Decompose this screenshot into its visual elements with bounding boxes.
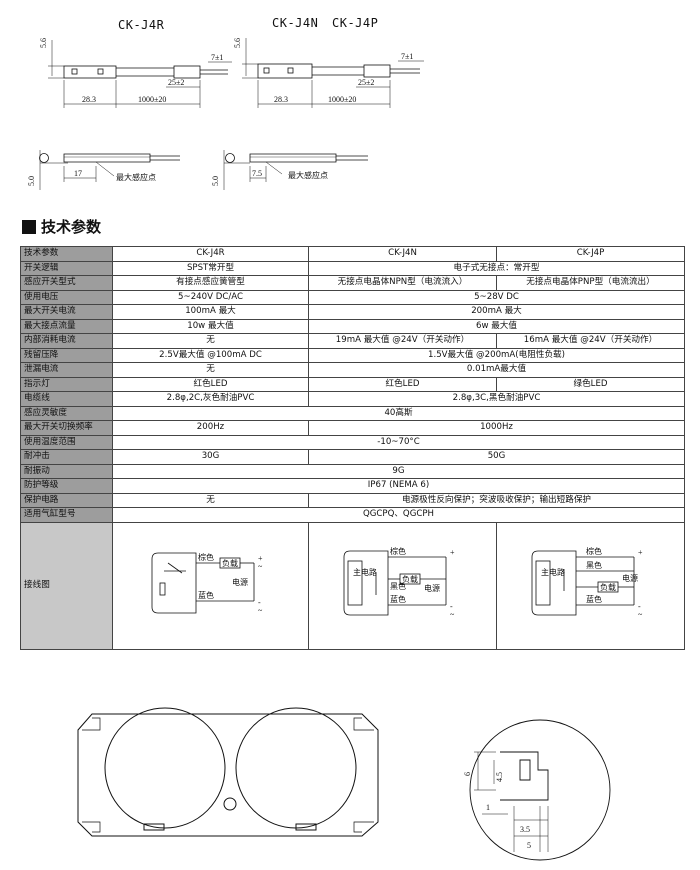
dim-strip-j4n: 25±2 <box>358 78 374 87</box>
minus-sign: - <box>638 602 641 611</box>
dim-tip-j4n: 7±1 <box>401 52 413 61</box>
model-label-j4n: CK-J4N <box>272 16 319 30</box>
power-label: 电源 <box>424 583 440 593</box>
profile-dim-1: 1 <box>486 803 490 812</box>
side-dim-height-j4r: 5.0 <box>27 176 36 186</box>
main-circuit-label: 主电路 <box>541 567 565 577</box>
dim-body-j4n: 28.3 <box>274 95 288 104</box>
circuit-j4n: 主电路 棕色 黑色 负载 蓝色 电源 + - ~ <box>343 546 455 619</box>
row-label: 最大开关电流 <box>20 304 113 320</box>
section-marker-icon <box>22 219 36 234</box>
sensing-point-label-j4r: 最大感应点 <box>116 172 156 182</box>
wiring-label: 接线图 <box>20 521 113 650</box>
wire-blue-label: 蓝色 <box>586 594 602 604</box>
table-row: 感应开关型式有接点感应簧管型无接点电晶体NPN型（电流流入）无接点电晶体PNP型… <box>20 275 685 291</box>
ac-sign: ~ <box>258 606 263 615</box>
row-label: 感应灵敏度 <box>20 405 113 421</box>
minus-sign: - <box>258 598 261 607</box>
load-label: 负载 <box>222 558 238 568</box>
row-label: 最大开关切换频率 <box>20 420 113 436</box>
side-dim-height-j4n: 5.0 <box>211 176 220 186</box>
wiring-row: 接线图 棕色 负载 蓝色 电源 + ~ <box>20 521 685 650</box>
power-label: 电源 <box>622 573 638 583</box>
section-title: 技术参数 <box>22 216 101 237</box>
dim-strip-j4r: 25±2 <box>168 78 184 87</box>
dim-body-j4r: 28.3 <box>82 95 96 104</box>
main-circuit-label: 主电路 <box>353 567 377 577</box>
plus-sign: + <box>638 548 643 557</box>
dim-height-j4n: 5.6 <box>233 38 242 48</box>
wire-black-label: 黑色 <box>586 560 602 570</box>
profile-dim-3-5: 3.5 <box>520 825 530 834</box>
sensing-point-label-j4n: 最大感应点 <box>288 170 328 180</box>
wiring-diagram-j4r: 棕色 负载 蓝色 电源 + ~ - ~ <box>112 521 309 650</box>
profile-dim-4-5: 4.5 <box>495 772 504 782</box>
row-label: 泄漏电流 <box>20 362 113 378</box>
table-row: 保护电路无电源极性反向保护；突波吸收保护；输出短路保护 <box>20 492 685 508</box>
ac-sign: ~ <box>450 610 455 619</box>
header-label: 技术参数 <box>20 246 113 262</box>
power-label: 电源 <box>232 577 248 587</box>
dim-height-j4r: 5.6 <box>39 38 48 48</box>
row-label: 耐振动 <box>20 463 113 479</box>
wire-brown-label: 棕色 <box>586 546 602 556</box>
dim-tip-j4r: 7±1 <box>211 53 223 62</box>
top-view-j4r <box>48 40 232 108</box>
model-label-j4r: CK-J4R <box>118 18 165 32</box>
wire-brown-label: 棕色 <box>198 552 214 562</box>
profile-dim-5: 5 <box>527 841 531 850</box>
model-label-j4p: CK-J4P <box>332 16 379 30</box>
row-label: 开关逻辑 <box>20 260 113 276</box>
table-row: 使用温度范围-10~70°C <box>20 434 685 450</box>
dim-cable-j4n: 1000±20 <box>328 95 356 104</box>
plus-sign: + <box>450 548 455 557</box>
profile-dim-6: 6 <box>463 772 472 776</box>
section-title-text: 技术参数 <box>41 218 102 236</box>
minus-sign: - <box>450 602 453 611</box>
load-label: 负载 <box>402 574 418 584</box>
ac-sign: ~ <box>638 610 643 619</box>
side-dim-17: 17 <box>74 169 82 178</box>
circuit-j4r: 棕色 负载 蓝色 电源 + ~ - ~ <box>151 552 263 615</box>
side-view-j4r <box>39 150 180 190</box>
circuit-j4p: 主电路 棕色 黑色 负载 蓝色 电源 + - ~ <box>531 546 643 619</box>
wire-black-label: 黑色 <box>390 581 406 591</box>
load-label: 负载 <box>600 582 616 592</box>
cylinder-cross-section <box>77 707 379 837</box>
side-view-j4n <box>223 150 368 190</box>
wiring-diagram-j4p: 主电路 棕色 黑色 负载 蓝色 电源 + - ~ <box>496 521 685 650</box>
row-label: 耐冲击 <box>20 449 113 465</box>
row-label: 电缆线 <box>20 391 113 407</box>
top-view-j4n-j4p <box>242 38 424 108</box>
ac-sign: ~ <box>258 562 263 571</box>
wire-brown-label: 棕色 <box>390 546 406 556</box>
dim-cable-j4r: 1000±20 <box>138 95 166 104</box>
plus-sign: + <box>258 554 263 563</box>
wire-blue-label: 蓝色 <box>198 590 214 600</box>
wire-blue-label: 蓝色 <box>390 594 406 604</box>
slot-profile-detail <box>469 719 611 861</box>
side-dim-7-5: 7.5 <box>252 169 262 178</box>
